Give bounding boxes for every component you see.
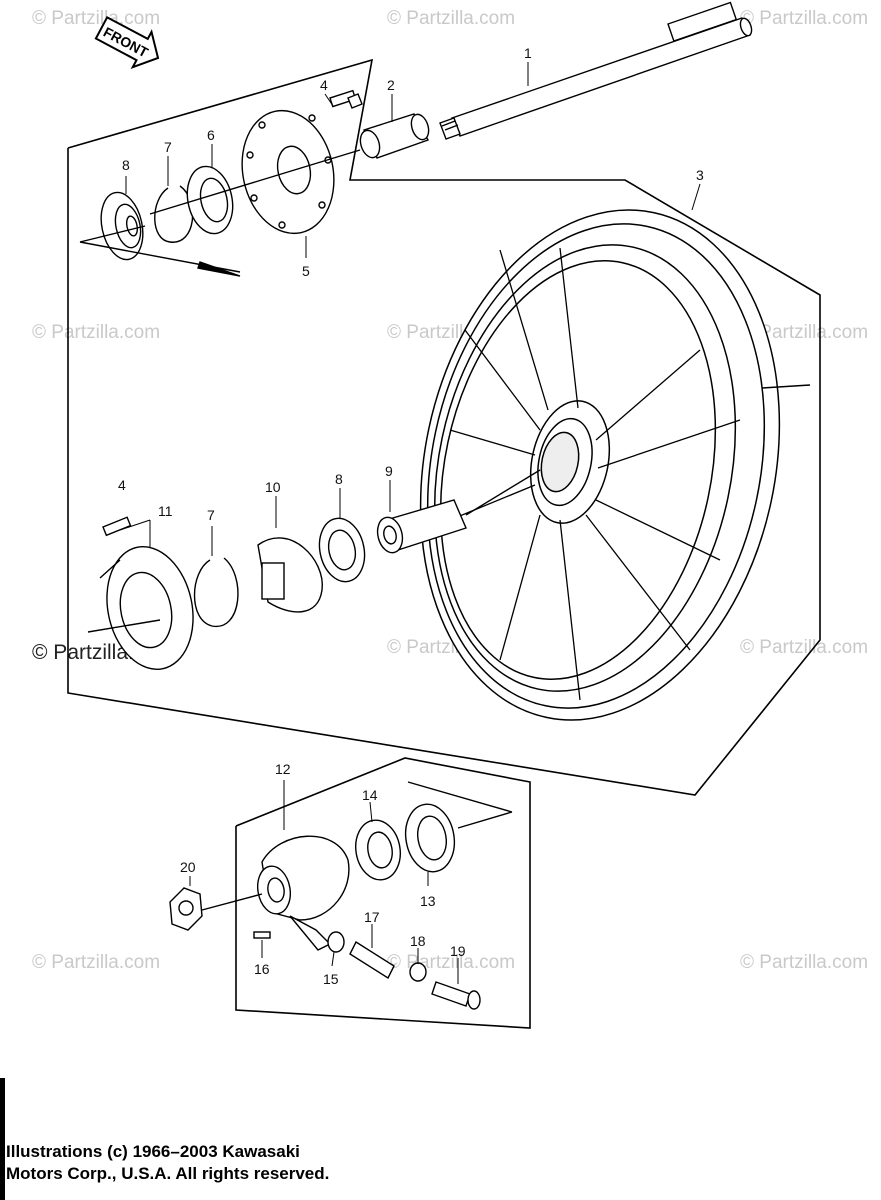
axle-part <box>439 1 753 140</box>
gearbox-group-outline <box>235 757 531 1029</box>
watermark: © Partzilla.com <box>32 8 160 29</box>
left-margin-bar <box>0 1078 5 1200</box>
watermark: © Partzilla.com <box>740 637 868 658</box>
callout-9: 9 <box>385 463 393 479</box>
copyright-line-2: Motors Corp., U.S.A. All rights reserved… <box>6 1164 330 1183</box>
callout-5: 5 <box>302 263 310 279</box>
callout-17: 17 <box>364 909 380 925</box>
callout-18: 18 <box>410 933 426 949</box>
watermark: © Partzilla.com <box>740 8 868 29</box>
upper-hub-parts <box>79 89 363 277</box>
watermark: © Partzilla.com <box>740 322 868 343</box>
gearbox-parts <box>169 781 513 1010</box>
watermarks: © Partzilla.com © Partzilla.com © Partzi… <box>32 8 868 973</box>
callout-8-lower: 8 <box>335 471 343 487</box>
lower-hub-parts <box>87 384 811 670</box>
callout-7: 7 <box>164 139 172 155</box>
main-group-outline <box>67 58 821 796</box>
copyright-notice: Illustrations (c) 1966–2003 Kawasaki Mot… <box>6 1141 329 1185</box>
callout-11: 11 <box>158 503 173 519</box>
callout-4: 4 <box>320 77 328 93</box>
callouts: 1 2 3 4 5 6 7 8 4 11 7 10 8 9 12 14 20 1… <box>118 45 704 987</box>
callout-8: 8 <box>122 157 130 173</box>
callout-4-lower: 4 <box>118 477 126 493</box>
watermark: © Partzilla.com <box>740 952 868 973</box>
callout-16: 16 <box>254 961 270 977</box>
wheel-part <box>419 209 781 721</box>
watermark: © Partzilla.com <box>387 8 515 29</box>
callout-3: 3 <box>696 167 704 183</box>
callout-1: 1 <box>524 45 532 61</box>
watermark: © Partzilla.com <box>32 952 160 973</box>
leader-lines <box>119 62 701 984</box>
callout-19: 19 <box>450 943 466 959</box>
callout-10: 10 <box>265 479 281 495</box>
callout-13: 13 <box>420 893 436 909</box>
spacer-part <box>359 113 430 159</box>
callout-14: 14 <box>362 787 378 803</box>
callout-2: 2 <box>387 77 395 93</box>
callout-7-lower: 7 <box>207 507 215 523</box>
watermark: © Partzilla.com <box>32 322 160 343</box>
copyright-line-1: Illustrations (c) 1966–2003 Kawasaki <box>6 1142 300 1161</box>
callout-12: 12 <box>275 761 291 777</box>
callout-15: 15 <box>323 971 339 987</box>
callout-6: 6 <box>207 127 215 143</box>
callout-20: 20 <box>180 859 196 875</box>
